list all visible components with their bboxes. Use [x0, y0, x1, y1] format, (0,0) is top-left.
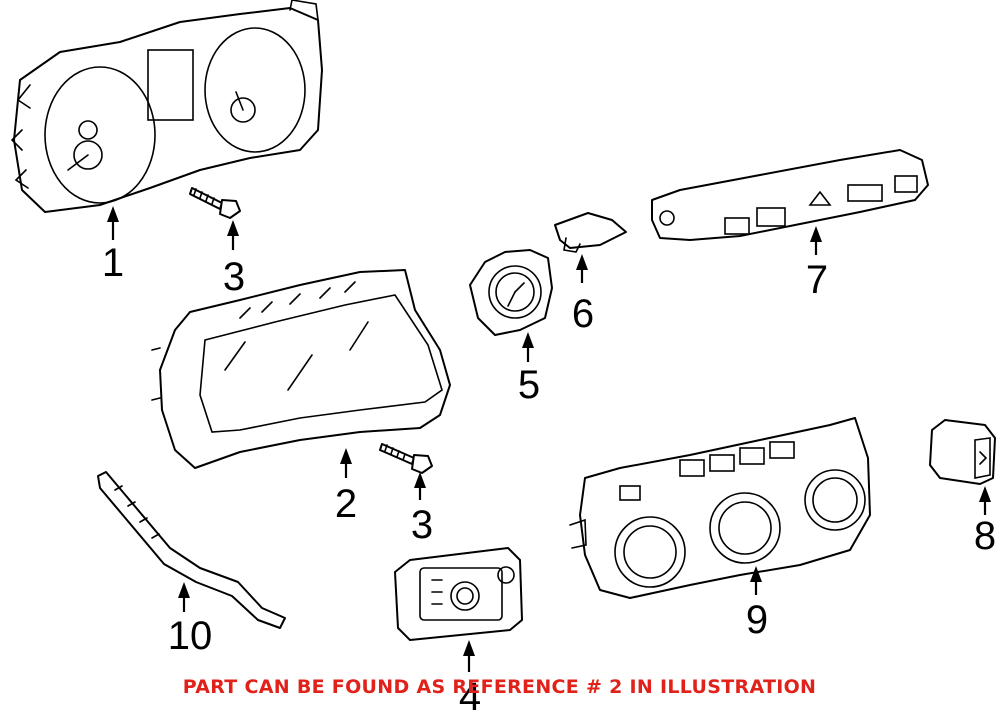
callout-6: 6: [572, 292, 594, 336]
leader-arrows: [107, 206, 991, 672]
callout-3-lower: 3: [411, 503, 433, 547]
part-7-switch-panel[interactable]: [651, 149, 929, 241]
callout-7: 7: [806, 258, 828, 302]
part-10-trim-strip[interactable]: [97, 471, 286, 629]
callout-5: 5: [518, 363, 540, 407]
reference-note: PART CAN BE FOUND AS REFERENCE # 2 IN IL…: [182, 676, 817, 698]
part-2-cluster-housing[interactable]: [151, 269, 451, 469]
part-6-cover[interactable]: [554, 212, 627, 253]
part-3-screw-lower[interactable]: [379, 443, 433, 474]
callout-1: 1: [102, 241, 124, 285]
callout-9: 9: [746, 598, 768, 642]
callout-8: 8: [974, 514, 996, 558]
part-1-instrument-cluster[interactable]: [10, 0, 323, 213]
part-8-switch[interactable]: [929, 419, 996, 485]
part-4-headlamp-switch[interactable]: [394, 547, 523, 641]
part-3-screw-upper[interactable]: [189, 187, 241, 219]
callout-10: 10: [168, 614, 213, 658]
callout-4: 4: [459, 675, 481, 710]
callout-2: 2: [335, 482, 357, 526]
part-9-climate-panel[interactable]: [569, 417, 871, 599]
callout-3-upper: 3: [223, 255, 245, 299]
part-5-clock[interactable]: [469, 249, 553, 336]
